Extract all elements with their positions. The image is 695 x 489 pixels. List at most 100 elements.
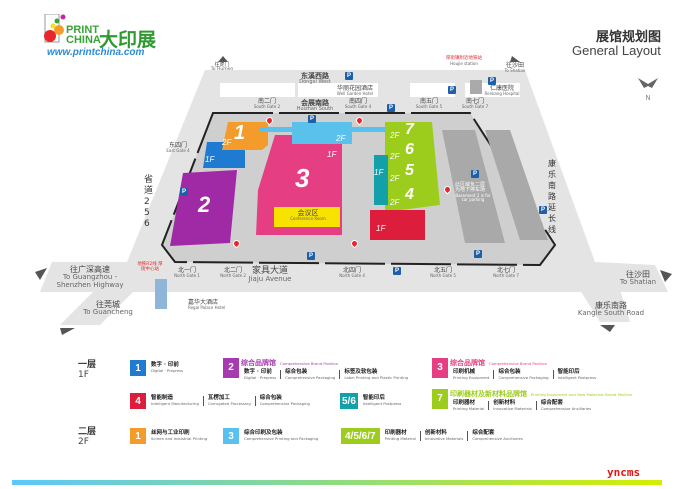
arrow-guancheng-icon — [60, 328, 75, 335]
arrow-to-shatian-top-icon — [510, 56, 520, 62]
legend-badge: 3 — [223, 428, 239, 444]
hospital-icon — [470, 80, 482, 94]
parking-icon: P — [180, 188, 188, 196]
hall-label-4[interactable]: 4 — [405, 186, 414, 203]
parking-icon: P — [387, 104, 395, 112]
footer-gradient-bar-right — [300, 480, 662, 485]
hall-label-7[interactable]: 7 — [405, 121, 414, 138]
parking-icon: P — [393, 267, 401, 275]
connector-2f — [260, 127, 390, 132]
regal-hotel-icon — [155, 279, 167, 309]
parking-icon: P — [471, 170, 479, 178]
hall-label-2[interactable]: 2 — [198, 192, 211, 217]
parking-icon: P — [308, 115, 316, 123]
hall-floor-1-2f: 2F — [222, 138, 232, 147]
website-link[interactable]: www.printchina.com — [47, 47, 145, 58]
hall-label-3[interactable]: 3 — [295, 163, 310, 193]
hall-floor-6: 2F — [390, 152, 400, 161]
arrow-gz-sz-icon — [35, 268, 47, 280]
logo-mark-icon — [44, 13, 66, 43]
road-provincial-256: 省道256 — [144, 175, 154, 229]
parking-icon: P — [474, 250, 482, 258]
arrow-to-shatian-icon — [660, 270, 672, 282]
hall-floor-3-1f: 1F — [327, 150, 337, 159]
logo-text: PRINT CHINA — [66, 24, 101, 46]
arrow-kangle-icon — [600, 325, 615, 332]
conference-room — [274, 207, 340, 227]
hall-1-2f — [222, 122, 268, 150]
arrow-to-humen-icon — [218, 56, 228, 62]
legend-badge: 4 — [130, 393, 146, 409]
page-title-cn: 展馆规划图 — [596, 30, 662, 45]
hall-label-5[interactable]: 5 — [405, 162, 414, 179]
hall-label-6[interactable]: 6 — [405, 141, 414, 158]
hall-floor-4-1f: 1F — [376, 224, 386, 233]
hall-floor-5-6-1f: 1F — [374, 168, 384, 177]
road-kangle-south — [580, 290, 630, 322]
page-title-en: General Layout — [572, 43, 661, 58]
parking-building-1 — [442, 130, 505, 243]
hall-floor-4: 2F — [390, 198, 400, 207]
parking-icon: P — [307, 252, 315, 260]
hall-floor-1-1f: 1F — [205, 155, 215, 164]
metro-r2-station: 地铁R2线 厚街中心站 — [137, 262, 163, 273]
hall-label-1[interactable]: 1 — [234, 122, 246, 144]
parking-building-2 — [485, 130, 548, 240]
legend-badge: 3 — [432, 357, 448, 378]
parking-icon: P — [345, 72, 353, 80]
legend-badge: 1 — [130, 360, 146, 376]
road-guancheng — [60, 290, 135, 325]
block-top-left — [220, 83, 295, 97]
road-kangle-extension: 康乐南路延长线 — [548, 159, 556, 234]
legend-badge: 4/5/6/7 — [341, 428, 380, 444]
block-top-mid — [410, 83, 455, 97]
legend-badge: 5/6 — [340, 393, 358, 409]
